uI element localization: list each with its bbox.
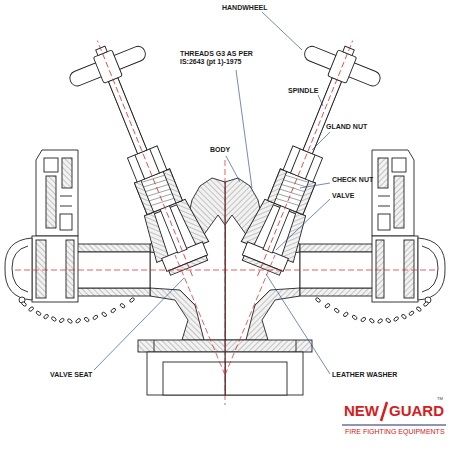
- part-label: GLAND NUT: [326, 123, 367, 131]
- note-label: THREADS G3 AS PER IS:2643 (pt 1)-1975: [180, 50, 262, 66]
- logo-text: GUARD: [389, 402, 444, 419]
- part-label: VALVE SEAT: [50, 371, 92, 379]
- part-label: BODY: [210, 146, 230, 154]
- logo-tagline: FIRE FIGHTING EQUIPMENTS: [345, 428, 445, 436]
- part-label: LEATHER WASHER: [332, 371, 397, 379]
- part-label: SPINDLE: [288, 87, 318, 95]
- trademark-mark: TM: [437, 397, 443, 402]
- part-label: HANDWHEEL: [222, 4, 268, 12]
- logo-text: NEW: [344, 402, 379, 419]
- part-label: VALVE: [332, 192, 354, 200]
- part-label: CHECK NUT: [332, 176, 373, 184]
